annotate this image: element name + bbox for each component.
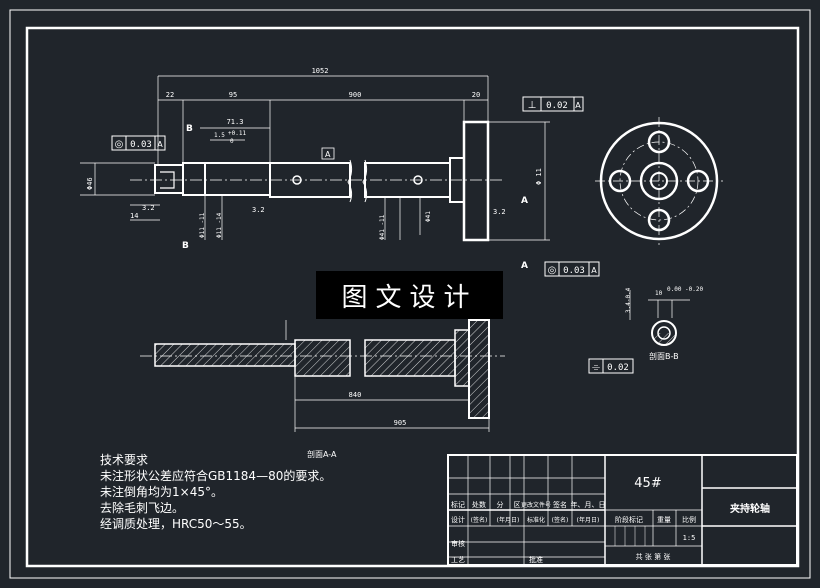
section-mark-b-bottom: B [182, 241, 189, 251]
svg-text:0.02: 0.02 [607, 363, 629, 373]
bb-width: 10 [655, 290, 663, 297]
svg-text:比例: 比例 [682, 515, 696, 524]
svg-text:处数: 处数 [472, 500, 486, 509]
tolerance-frame-symmetry: ⌯ 0.02 [588, 358, 634, 374]
part-name: 夹持轮轴 [730, 502, 770, 515]
notes-line-4: 经调质处理，HRC50～55。 [100, 517, 252, 531]
svg-text:0.03: 0.03 [563, 266, 585, 276]
svg-text:A: A [575, 101, 581, 110]
tolerance-frame-runout-left: ◎ 0.03 A [111, 135, 166, 151]
dimension-lines [80, 75, 550, 241]
dim-left-step: 22 [166, 91, 174, 99]
dim-second-step: 95 [229, 91, 237, 99]
svg-text:(年月日): (年月日) [577, 516, 600, 524]
section-mark-b-top: B [186, 124, 193, 134]
section-markers: B B A A A [182, 124, 528, 271]
bb-tolerance: 0.00 -0.20 [667, 286, 704, 293]
svg-text:(年月日): (年月日) [497, 516, 520, 524]
dim-tol-plus: +0.11 [228, 130, 246, 137]
svg-text:◎: ◎ [115, 139, 124, 150]
section-mark-a-bottom: A [521, 261, 528, 271]
svg-text:◎: ◎ [548, 265, 557, 276]
svg-text:签名: 签名 [553, 500, 567, 509]
svg-text:更改文件号: 更改文件号 [521, 501, 551, 509]
dim-middle-length: 900 [349, 91, 362, 99]
dim-phi-flange: Φ 11 [535, 168, 543, 185]
svg-text:重量: 重量 [657, 516, 671, 524]
svg-text:共 张 第 张: 共 张 第 张 [636, 552, 671, 561]
svg-text:标记: 标记 [451, 500, 465, 509]
section-aa-caption: 剖面A-A [307, 449, 337, 459]
section-bb-caption: 剖面B-B [649, 351, 679, 361]
svg-text:标准化: 标准化 [527, 516, 545, 524]
drawing-frame [25, 26, 800, 568]
bb-height: 3.4-0.4 [625, 287, 632, 313]
title-block-texts: 45# 夹持轮轴 标记 处数 分 区 更改文件号 签名 年、月、日 设计 (签名… [451, 476, 770, 564]
svg-text:工艺: 工艺 [451, 556, 465, 564]
technical-notes: 技术要求 未注形状公差应符合GB1184—80的要求。 未注倒角均为1×45°。… [100, 452, 331, 532]
dim-phi-d: Φ41 [425, 211, 432, 222]
svg-text:A: A [591, 266, 597, 275]
shaft-main-view [130, 120, 505, 242]
dimension-texts: 1052 22 95 900 20 71.3 +0.11 0 1.5 14 Φ … [86, 67, 543, 240]
material-label: 45# [634, 476, 661, 491]
roughness-2: 3.2 [252, 206, 265, 214]
dim-section-840: 840 [349, 391, 362, 399]
datum-a-flag: A [325, 150, 331, 159]
section-bb-view [629, 290, 690, 346]
svg-text:阶段标记: 阶段标记 [615, 515, 643, 524]
roughness-1: 3.2 [142, 204, 155, 212]
title-block [447, 454, 798, 566]
svg-text:区: 区 [514, 501, 521, 509]
svg-text:审核: 审核 [451, 539, 465, 548]
tolerance-frame-perp: ⊥ 0.02 A [522, 96, 584, 112]
dim-phi-c: Φ41 -11 [379, 214, 386, 240]
watermark-label: 图文设计 [316, 271, 503, 319]
svg-text:(签名): (签名) [471, 516, 488, 524]
svg-text:⊥: ⊥ [528, 100, 537, 111]
svg-text:年、月、日: 年、月、日 [571, 500, 606, 509]
svg-text:分: 分 [497, 500, 504, 509]
dim-tol-zero: 0 [230, 138, 234, 145]
svg-text:⌯: ⌯ [592, 362, 600, 373]
svg-text:设计: 设计 [451, 515, 465, 524]
dim-flange-thickness: 20 [472, 91, 480, 99]
dim-section-905: 905 [394, 419, 407, 427]
dim-phi-b: Φ11 -14 [216, 212, 223, 238]
dim-phi-left: Φ46 [86, 177, 94, 190]
notes-title: 技术要求 [100, 453, 149, 467]
svg-text:(签名): (签名) [552, 516, 569, 524]
svg-text:1:5: 1:5 [683, 534, 696, 542]
dim-small-len: 1.5 [214, 132, 225, 139]
svg-text:0.03: 0.03 [130, 140, 152, 150]
svg-text:批准: 批准 [529, 555, 543, 564]
section-mark-a-top: A [521, 196, 528, 206]
outer-border [9, 9, 811, 579]
dim-len-14: 14 [130, 212, 138, 220]
notes-line-1: 未注形状公差应符合GB1184—80的要求。 [100, 469, 332, 483]
section-aa-view [140, 319, 505, 432]
notes-line-2: 未注倒角均为1×45°。 [100, 485, 223, 499]
svg-text:A: A [157, 140, 163, 149]
tolerance-frame-runout-right: ◎ 0.03 A [544, 261, 600, 277]
svg-text:0.02: 0.02 [546, 101, 568, 111]
notes-line-3: 去除毛刺飞边。 [100, 501, 185, 515]
roughness-3: 3.2 [493, 208, 506, 216]
dim-phi-a: Φ11 -11 [199, 212, 206, 238]
dim-groove: 71.3 [227, 118, 244, 126]
dim-overall-length: 1052 [312, 67, 329, 75]
flange-end-view [595, 117, 723, 245]
